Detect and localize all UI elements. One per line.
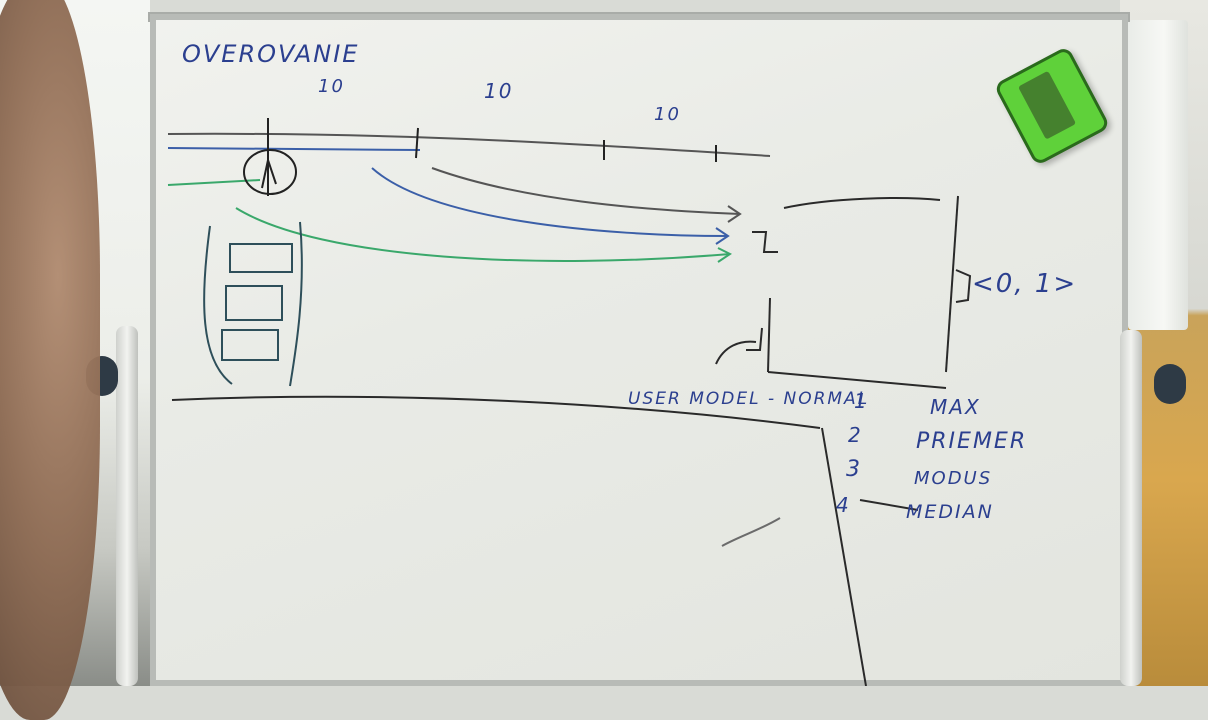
list-item-modus: MODUS [914,468,992,489]
model-diagram [715,195,972,389]
box-stack [203,221,303,387]
room-pillar [1128,20,1188,330]
interval-label: <0, 1> [972,269,1077,299]
list-item-median: MEDIAN [906,501,994,523]
list-number-3: 3 [846,457,862,482]
person-foreground [0,0,100,720]
list-item-max: MAX [930,395,981,419]
tick-label-2: 10 [484,79,513,103]
list-number-2: 2 [848,423,863,447]
tick-label-1: 10 [318,76,345,97]
list-item-priemer: PRIEMER [916,429,1027,454]
stand-left [116,326,138,686]
list-number-1: 1 [854,389,869,413]
user-model-label: USER MODEL - NORMAL [628,389,869,409]
divider-lines [171,395,919,686]
list-number-4: 4 [836,493,851,517]
stand-right [1120,330,1142,686]
tick-label-3: 10 [654,104,681,125]
whiteboard-drawing: OVEROVANIE 10 10 10 [167,40,1077,686]
timeline [167,118,771,196]
arrows [235,167,742,263]
whiteboard [150,14,1128,686]
board-title: OVEROVANIE [182,40,359,68]
stand-knob-right [1154,364,1186,404]
